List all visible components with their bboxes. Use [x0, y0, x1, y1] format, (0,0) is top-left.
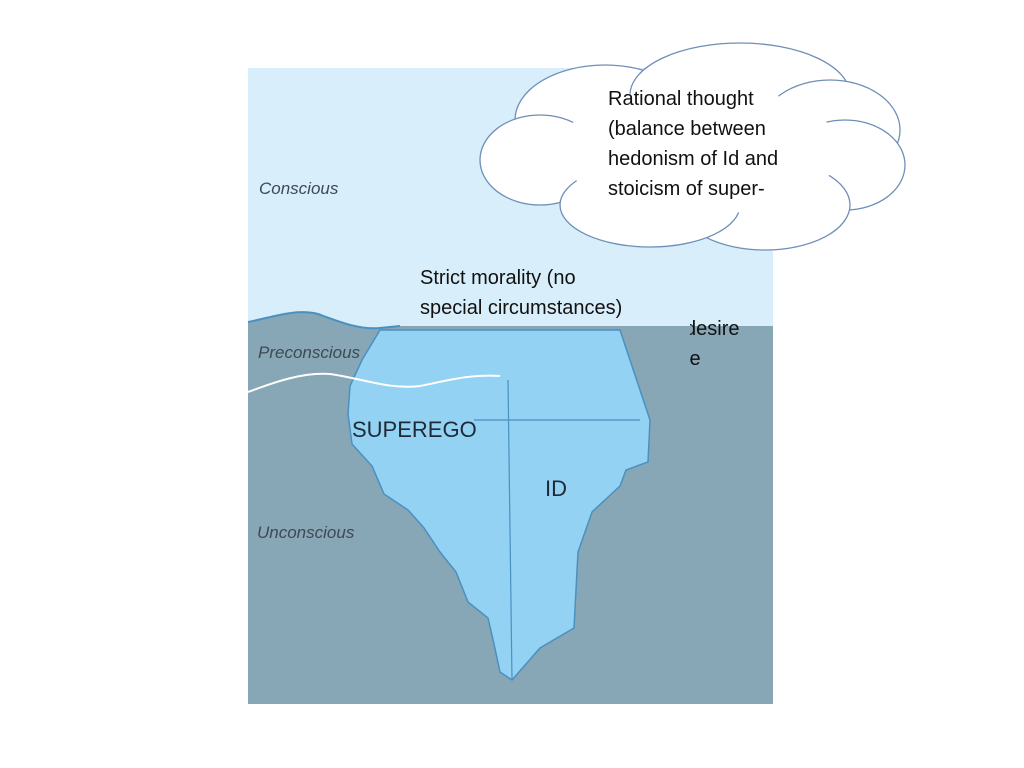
waterline [248, 311, 401, 330]
preconscious-boundary [248, 372, 501, 393]
superego-bubble-text: Strict morality (no special circumstance… [420, 267, 623, 319]
label-superego: SUPEREGO [352, 417, 477, 442]
label-conscious: Conscious [259, 179, 339, 198]
label-preconscious: Preconscious [258, 343, 361, 362]
label-id: ID [545, 476, 567, 501]
iceberg [347, 329, 651, 681]
id-bubble-text: Pleasure: desire for pleasure [690, 314, 740, 374]
ego-thought-cloud [479, 42, 906, 251]
ego-bubble-text: Rational thought (balance between hedoni… [608, 88, 779, 200]
superego-id-divider [507, 379, 513, 681]
label-unconscious: Unconscious [257, 523, 355, 542]
